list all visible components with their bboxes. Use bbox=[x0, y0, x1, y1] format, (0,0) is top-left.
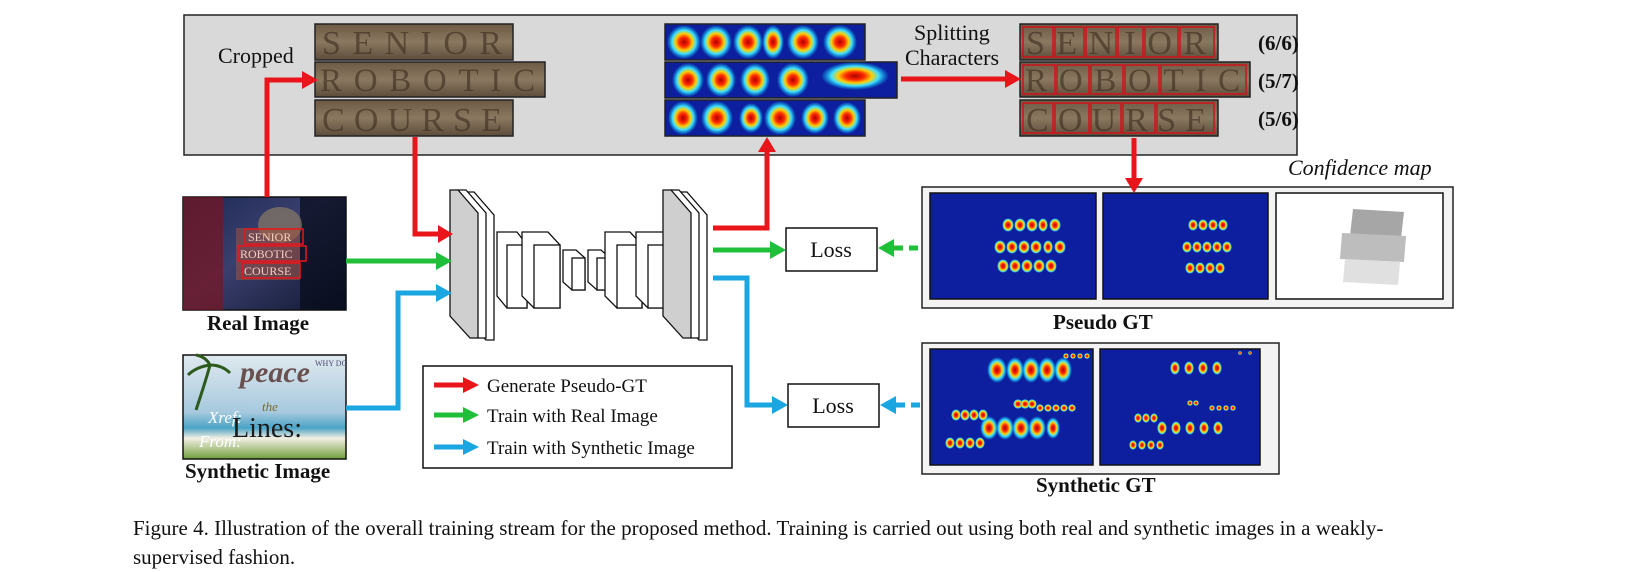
svg-text:ROBOTIC: ROBOTIC bbox=[240, 247, 293, 261]
green-arrowheads bbox=[436, 239, 894, 270]
pseudo-gt-affinity-map bbox=[1102, 192, 1269, 300]
red-flow-arrows bbox=[264, 76, 1137, 237]
green-flow-arrows bbox=[346, 245, 918, 264]
red-arrowheads bbox=[302, 70, 1143, 243]
legend-item-train-synthetic: Train with Synthetic Image bbox=[434, 438, 695, 459]
svg-text:Generate Pseudo-GT: Generate Pseudo-GT bbox=[487, 376, 647, 397]
synthetic-gt-region-map bbox=[929, 348, 1094, 466]
svg-text:the: the bbox=[262, 399, 278, 414]
svg-text:Train with Real Image: Train with Real Image bbox=[487, 406, 658, 427]
real-image-label: Real Image bbox=[207, 311, 309, 335]
svg-text:WHY DO: WHY DO bbox=[315, 359, 348, 368]
real-image: SENIOR ROBOTIC COURSE bbox=[182, 196, 347, 311]
blue-arrowheads bbox=[436, 284, 896, 414]
loss-box-real bbox=[785, 227, 878, 272]
cropped-word-images: SENIOR ROBOTIC COURSE bbox=[314, 23, 546, 139]
loss-label-real: Loss bbox=[810, 237, 852, 262]
figure-caption: Figure 4. Illustration of the overall tr… bbox=[133, 516, 1384, 569]
loss-box-synthetic bbox=[787, 383, 880, 428]
synthetic-gt-affinity-map bbox=[1099, 348, 1261, 466]
legend-item-generate-pseudo-gt: Generate Pseudo-GT bbox=[434, 376, 647, 397]
synthetic-image-label: Synthetic Image bbox=[185, 459, 330, 483]
cropped-label: Cropped bbox=[218, 43, 294, 68]
synthetic-gt-label: Synthetic GT bbox=[1036, 473, 1156, 497]
svg-text:peace: peace bbox=[237, 356, 310, 389]
region-score-heatmaps bbox=[664, 23, 898, 137]
svg-text:Train with Synthetic Image: Train with Synthetic Image bbox=[487, 438, 695, 459]
legend-item-train-real: Train with Real Image bbox=[434, 406, 658, 427]
network-architecture bbox=[449, 189, 708, 341]
splitting-label: Splitting bbox=[914, 20, 990, 45]
score-senior: (6/6) bbox=[1258, 31, 1299, 55]
svg-text:COURSE: COURSE bbox=[244, 264, 291, 278]
synthetic-image: peace WHY DO the Xref: Lines: From: bbox=[182, 353, 348, 460]
svg-text:SENIOR: SENIOR bbox=[248, 230, 291, 244]
svg-text:ROBOTIC: ROBOTIC bbox=[1025, 63, 1240, 99]
svg-text:Xref:: Xref: bbox=[207, 408, 242, 427]
svg-text:Lines:: Lines: bbox=[232, 413, 302, 444]
pseudo-gt-region-map bbox=[929, 192, 1097, 300]
confidence-map-image bbox=[1275, 192, 1444, 300]
loss-label-synthetic: Loss bbox=[812, 393, 854, 418]
characters-label: Characters bbox=[905, 45, 999, 70]
svg-text:ROBOTIC: ROBOTIC bbox=[320, 63, 535, 99]
score-robotic: (5/7) bbox=[1258, 69, 1299, 93]
confidence-map-label: Confidence map bbox=[1288, 155, 1432, 180]
svg-text:From:: From: bbox=[198, 432, 242, 451]
pseudo-gt-label: Pseudo GT bbox=[1053, 310, 1153, 334]
score-course: (5/6) bbox=[1258, 107, 1299, 131]
blue-flow-arrows bbox=[346, 275, 920, 411]
split-character-crops: SENIOR ROBOTIC COURSE bbox=[1019, 23, 1251, 139]
